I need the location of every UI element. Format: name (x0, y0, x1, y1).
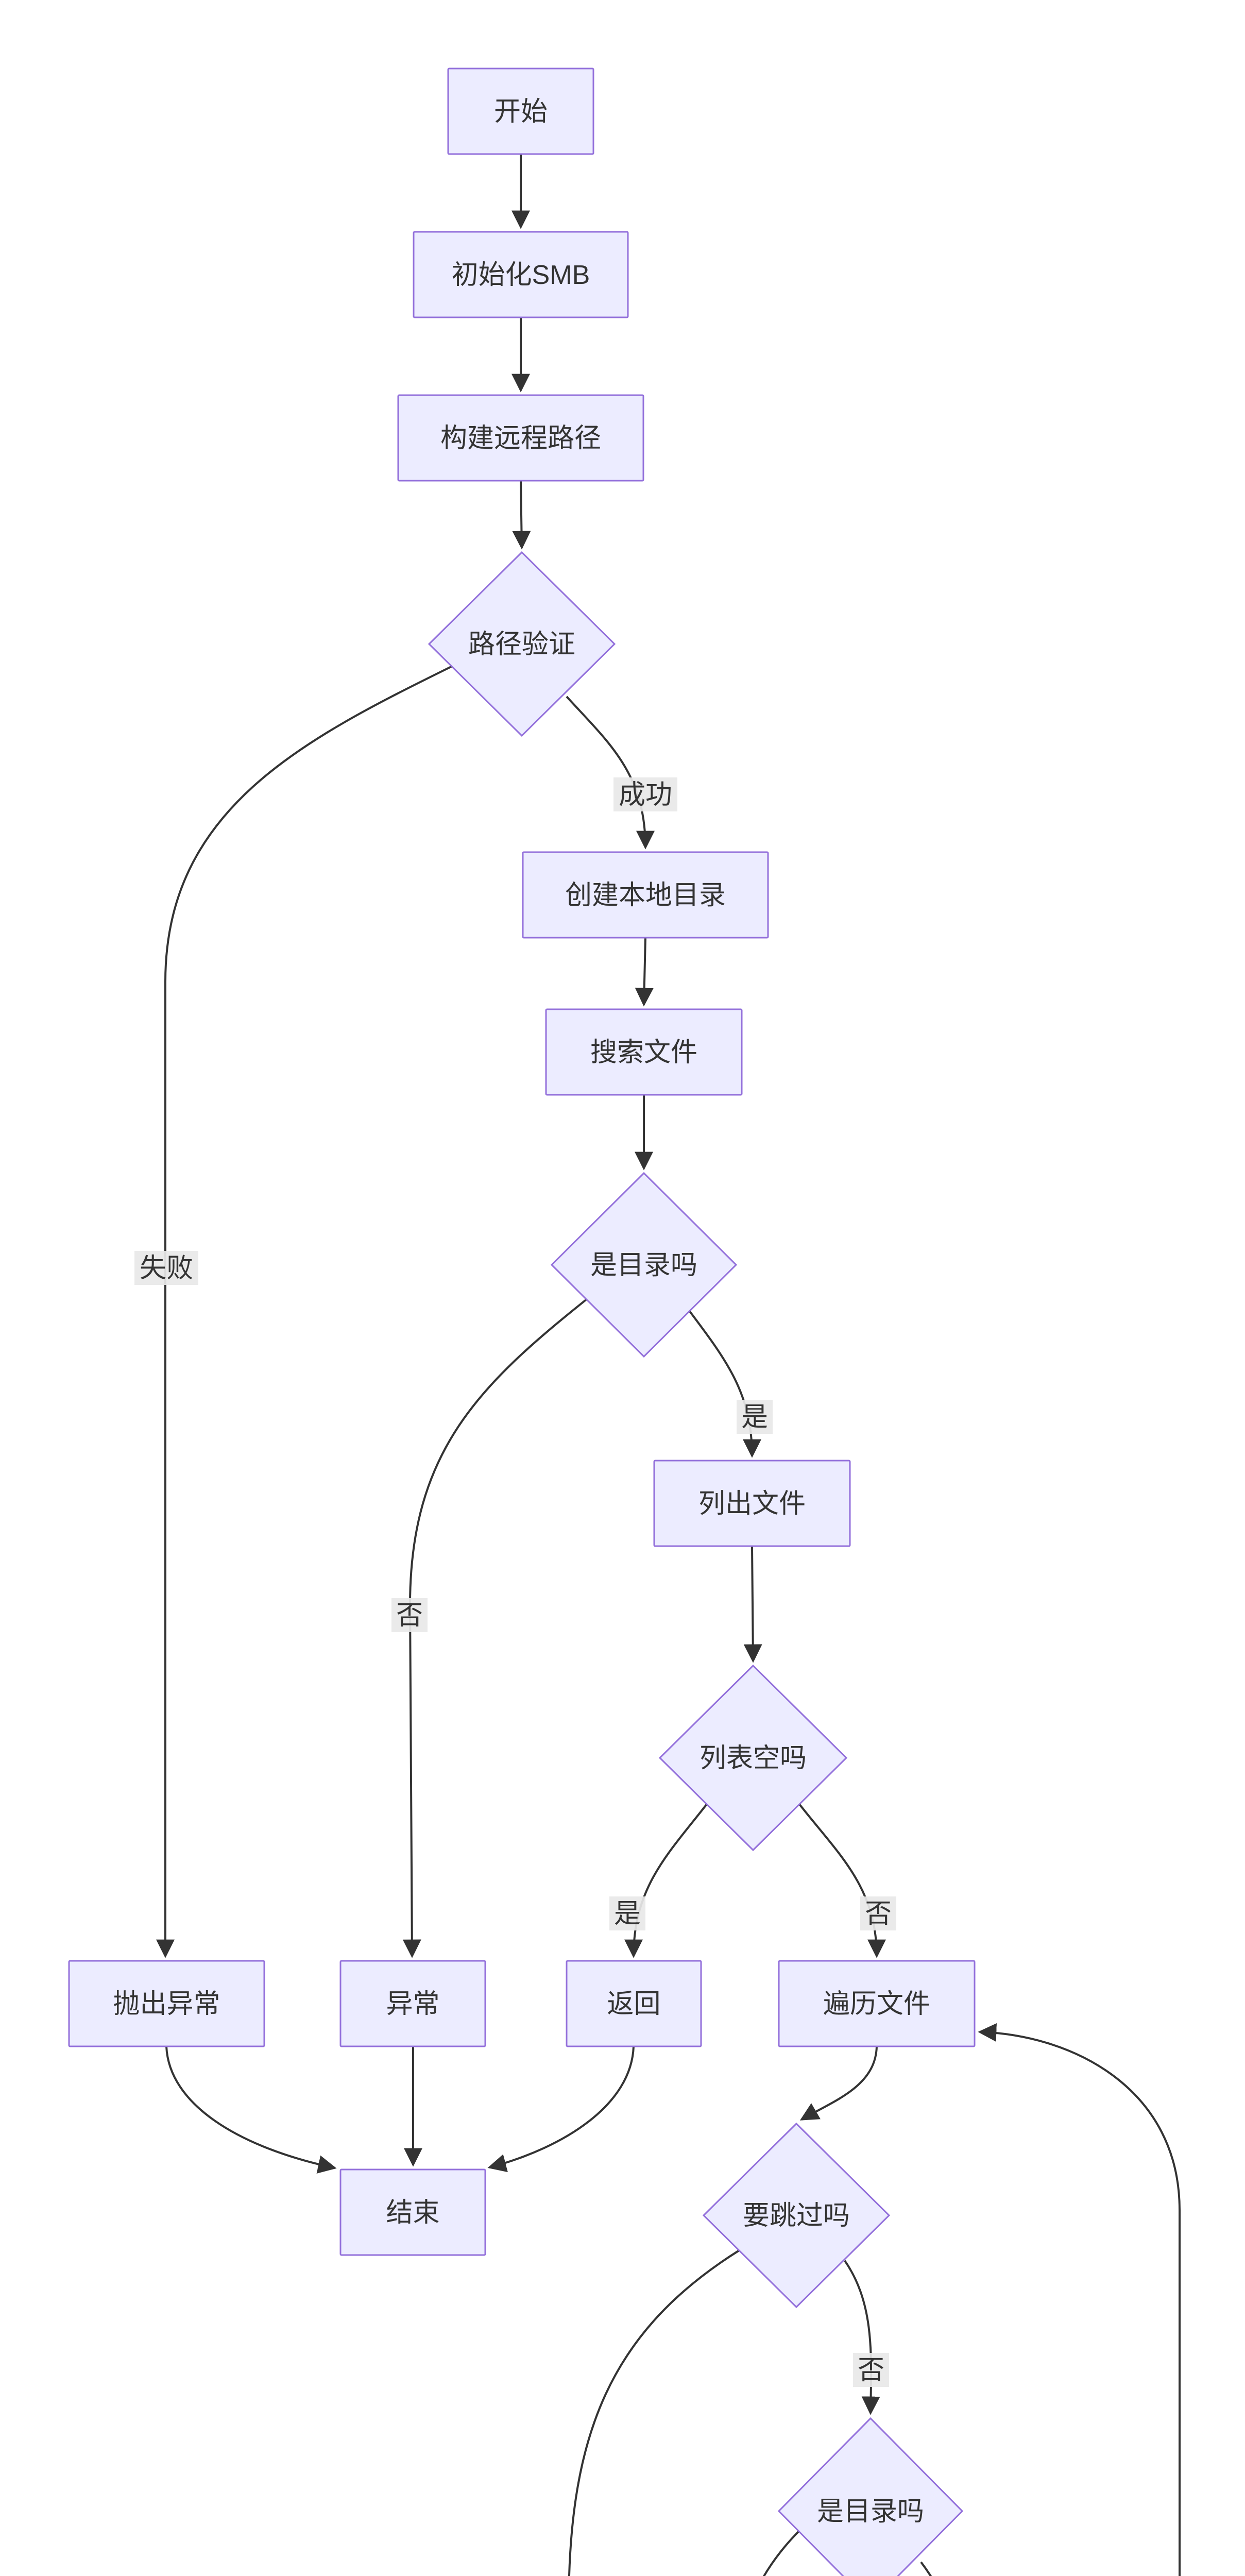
edge-label-empty-iter: 否 (860, 1896, 896, 1930)
edge-label-bg (860, 1896, 896, 1930)
edge-label-bg (391, 1598, 428, 1632)
node-shape-rect (778, 1960, 976, 2047)
node-skip: 要跳过吗 (702, 2122, 891, 2309)
node-init: 初始化SMB (413, 231, 629, 318)
node-label: 初始化SMB (452, 260, 590, 290)
node-shape-rect (522, 851, 769, 939)
edge-isdir1-list (687, 1308, 761, 1458)
edge-label-text: 失败 (140, 1253, 193, 1283)
edge-skip-next (568, 2249, 740, 2576)
node-build: 构建远程路径 (397, 394, 644, 482)
edge-next-iter (978, 2023, 1181, 2576)
edge-validate-mkdir (566, 696, 655, 850)
edge-label-text: 否 (858, 2355, 884, 2385)
node-shape-rect (339, 1960, 486, 2047)
node-exc: 异常 (339, 1960, 486, 2047)
node-shape-diamond (550, 1172, 738, 1358)
edge-build-validate (512, 480, 531, 550)
edge-label-text: 成功 (619, 780, 672, 810)
edge-label-text: 是 (614, 1899, 641, 1929)
node-shape-rect (566, 1960, 702, 2047)
node-search: 搜索文件 (545, 1008, 743, 1096)
node-label: 列出文件 (698, 1489, 806, 1519)
edge-list-empty (743, 1546, 762, 1663)
node-label: 结束 (386, 2198, 439, 2228)
edge-label-isdir1-exc: 否 (391, 1598, 428, 1632)
edge-label-bg (613, 777, 677, 811)
node-label: 创建本地目录 (565, 880, 726, 910)
node-shape-rect (339, 2168, 486, 2256)
node-label: 要跳过吗 (743, 2201, 850, 2231)
node-shape-diamond (658, 1664, 848, 1852)
node-shape-rect (653, 1460, 851, 1547)
node-isdir1: 是目录吗 (550, 1172, 738, 1358)
node-label: 列表空吗 (700, 1743, 807, 1773)
nodes-layer: 开始初始化SMB构建远程路径路径验证创建本地目录搜索文件是目录吗列出文件列表空吗… (68, 67, 976, 2576)
edge-empty-iter (798, 1803, 886, 1958)
edge-label-bg (853, 2353, 889, 2387)
node-shape-rect (397, 394, 644, 482)
edge-validate-throw (156, 665, 453, 1958)
node-label: 搜索文件 (590, 1038, 697, 1067)
node-iter: 遍历文件 (778, 1960, 976, 2047)
edge-mkdir-search (635, 937, 654, 1007)
node-list: 列出文件 (653, 1460, 851, 1547)
edge-isdir1-exc (402, 1298, 588, 1958)
edge-label-bg (134, 1251, 198, 1285)
node-label: 开始 (494, 97, 548, 127)
node-end: 结束 (339, 2168, 486, 2256)
node-label: 抛出异常 (113, 1989, 220, 2019)
edge-label-bg (609, 1896, 645, 1930)
node-shape-rect (447, 67, 594, 155)
edge-ret-end (487, 2046, 635, 2173)
edge-label-text: 否 (396, 1601, 423, 1631)
node-shape-rect (545, 1008, 743, 1096)
edge-label-text: 是 (741, 1402, 768, 1432)
node-mkdir: 创建本地目录 (522, 851, 769, 939)
edge-empty-ret (624, 1803, 708, 1958)
edge-isdir2-recurse (762, 2530, 800, 2576)
edge-skip-isdir2 (844, 2260, 880, 2415)
node-label: 遍历文件 (823, 1989, 930, 2019)
node-shape-diamond (777, 2417, 964, 2576)
node-validate: 路径验证 (428, 551, 616, 737)
node-shape-diamond (702, 2122, 891, 2309)
edge-labels-layer: 成功失败是否是否是否是否是否 (134, 777, 896, 2387)
node-label: 是目录吗 (817, 2497, 924, 2527)
node-throw: 抛出异常 (68, 1960, 265, 2047)
node-start: 开始 (447, 67, 594, 155)
node-label: 路径验证 (468, 630, 575, 659)
edge-label-empty-ret: 是 (609, 1896, 645, 1930)
node-empty: 列表空吗 (658, 1664, 848, 1852)
edge-label-isdir1-list: 是 (737, 1400, 773, 1434)
edges-layer (156, 154, 1181, 2576)
edge-label-validate-throw: 失败 (134, 1251, 198, 1285)
node-isdir2: 是目录吗 (777, 2417, 964, 2576)
node-label: 是目录吗 (590, 1250, 697, 1280)
node-shape-diamond (428, 551, 616, 737)
node-label: 构建远程路径 (440, 423, 601, 453)
edge-label-validate-mkdir: 成功 (613, 777, 677, 811)
node-shape-rect (68, 1960, 265, 2047)
edge-isdir2-match (920, 2561, 932, 2576)
edge-iter-skip (799, 2046, 878, 2121)
edge-throw-end (165, 2046, 337, 2174)
node-label: 异常 (386, 1989, 439, 2019)
edge-label-text: 否 (865, 1899, 892, 1929)
node-shape-rect (413, 231, 629, 318)
edge-label-skip-isdir2: 否 (853, 2353, 889, 2387)
node-ret: 返回 (566, 1960, 702, 2047)
node-label: 返回 (607, 1989, 660, 2019)
edge-label-bg (737, 1400, 773, 1434)
